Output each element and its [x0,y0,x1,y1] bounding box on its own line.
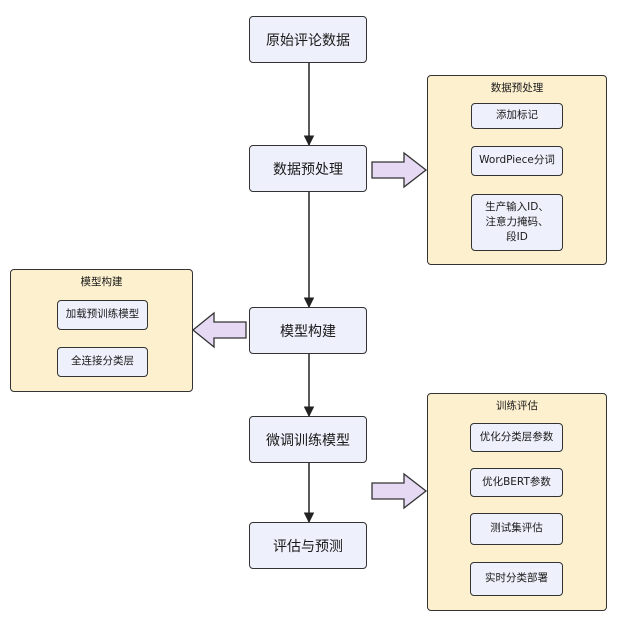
step-model-build-label: 模型构建 [280,323,336,340]
train-step-deploy: 实时分类部署 [470,562,563,596]
step-model-build: 模型构建 [249,307,367,354]
step-preprocess-label: 数据预处理 [273,161,343,178]
step-finetune-label: 微调训练模型 [266,432,350,449]
train-step-classifier-params: 优化分类层参数 [470,423,563,452]
train-step-label: 测试集评估 [490,522,543,535]
model-panel-title: 模型构建 [80,276,123,288]
train-step-test-eval: 测试集评估 [470,513,563,545]
model-step-label: 加载预训练模型 [65,308,140,321]
model-step-label: 全连接分类层 [71,355,134,368]
train-step-label: 优化BERT参数 [482,475,551,488]
step-evaluate: 评估与预测 [249,522,367,569]
model-step-load-pretrained: 加载预训练模型 [57,300,148,330]
step-evaluate-label: 评估与预测 [273,538,343,555]
preprocess-step-wordpiece: WordPiece分词 [471,146,563,176]
train-step-bert-params: 优化BERT参数 [470,468,563,497]
step-preprocess: 数据预处理 [249,145,367,192]
step-finetune: 微调训练模型 [249,416,367,463]
preprocess-step-label: 生产输入ID、 注意力掩码、 段ID [485,200,549,244]
step-raw-data: 原始评论数据 [249,16,367,63]
preprocess-step-inputs: 生产输入ID、 注意力掩码、 段ID [471,194,563,251]
step-raw-data-label: 原始评论数据 [266,32,350,49]
preprocess-step-add-tokens: 添加标记 [471,103,563,129]
model-step-fc-layer: 全连接分类层 [57,347,148,377]
train-panel-title: 训练评估 [496,400,538,412]
block-arrow-to-train [371,472,428,510]
train-step-label: 优化分类层参数 [479,430,554,443]
preprocess-step-label: 添加标记 [496,109,538,122]
preprocess-panel-title: 数据预处理 [490,82,544,94]
block-arrow-to-model [191,311,247,349]
train-step-label: 实时分类部署 [485,572,548,585]
block-arrow-to-preprocess [371,151,428,189]
preprocess-step-label: WordPiece分词 [479,154,555,167]
